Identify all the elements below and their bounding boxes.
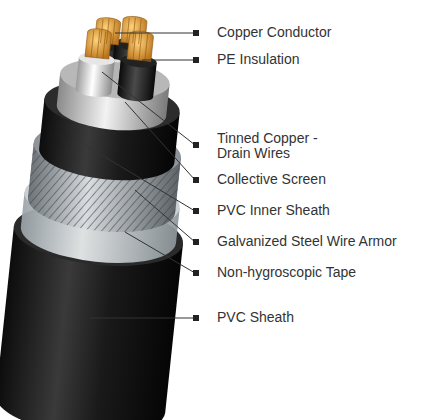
- part-label: PVC Inner Sheath: [217, 203, 417, 218]
- part-label: PE Insulation: [217, 52, 417, 67]
- part-label: PVC Sheath: [217, 310, 417, 325]
- part-label: Galvanized Steel Wire Armor: [217, 234, 417, 249]
- part-label: Collective Screen: [217, 172, 417, 187]
- leader-lines: [85, 33, 195, 318]
- part-label: Tinned Copper - Drain Wires: [217, 131, 332, 161]
- part-label: Copper Conductor: [217, 25, 417, 40]
- part-label: Non-hygroscopic Tape: [217, 265, 417, 280]
- leader-markers: [193, 30, 199, 321]
